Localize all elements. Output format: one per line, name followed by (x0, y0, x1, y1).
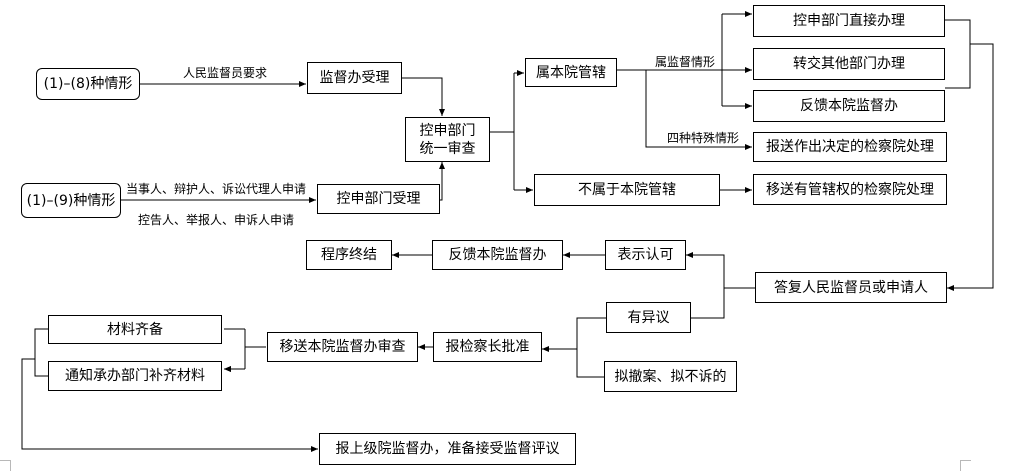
node-chief-approval: 报检察长批准 (433, 332, 542, 362)
node-direct-handle: 控申部门直接办理 (753, 5, 945, 37)
edge-reply-to-objection (691, 288, 725, 319)
edge-left-to-report-superior (21, 358, 318, 452)
label-supervision-cases: 属监督情形 (655, 55, 716, 69)
node-transfer-jurisdiction: 移送有管辖权的检察院处理 (753, 174, 947, 205)
node-cases-1-8: (1)–(8)种情形 (36, 68, 140, 100)
edge-review-collector (224, 328, 266, 369)
edge-complaint-accept-to-review (439, 162, 445, 201)
node-reply-supervisor: 答复人民监督员或申请人 (755, 272, 947, 303)
edge-objection-withdraw-collector (542, 317, 606, 378)
edge-right-collector (945, 19, 994, 288)
node-materials-complete: 材料齐备 (48, 315, 222, 344)
label-special-cases: 四种特殊情形 (667, 131, 740, 145)
node-terminate: 程序终结 (306, 240, 392, 270)
node-notify-supplement: 通知承办部门补齐材料 (48, 361, 222, 391)
node-report-decision: 报送作出决定的检察院处理 (753, 132, 947, 162)
edge-own-to-special (645, 70, 752, 150)
label-complainants-apply: 控告人、举报人、申诉人申请 (138, 213, 295, 227)
label-supervisor-request: 人民监督员要求 (183, 66, 268, 80)
node-report-superior: 报上级院监督办，准备接受监督评议 (319, 433, 576, 465)
node-supervision-accept: 监督办受理 (307, 62, 402, 94)
node-objection: 有异议 (606, 302, 691, 333)
node-cases-1-9: (1)–(9)种情形 (21, 183, 121, 218)
page-corner-right (960, 460, 971, 471)
node-not-own-jurisdiction: 不属于本院管辖 (534, 174, 720, 206)
edge-supervision-accept-to-review (402, 77, 445, 116)
label-parties-apply: 当事人、辩护人、诉讼代理人申请 (126, 182, 307, 196)
edge-reply-fork (686, 252, 755, 289)
node-transfer-other: 转交其他部门办理 (753, 48, 945, 80)
node-unified-review: 控申部门 统一审查 (405, 117, 490, 162)
node-own-jurisdiction: 属本院管辖 (525, 58, 617, 87)
node-transfer-review: 移送本院监督办审查 (267, 332, 418, 362)
node-feedback-supervision-top: 反馈本院监督办 (753, 90, 945, 122)
node-feedback-supervision-mid: 反馈本院监督办 (432, 240, 563, 270)
edge-left-bracket (34, 328, 48, 377)
node-withdraw: 拟撤案、拟不诉的 (604, 361, 737, 392)
node-unified-review-label: 控申部门 统一审查 (419, 122, 476, 157)
page-corner-left (0, 460, 11, 471)
node-complaint-accept: 控申部门受理 (317, 184, 440, 214)
node-accept: 表示认可 (605, 240, 686, 270)
